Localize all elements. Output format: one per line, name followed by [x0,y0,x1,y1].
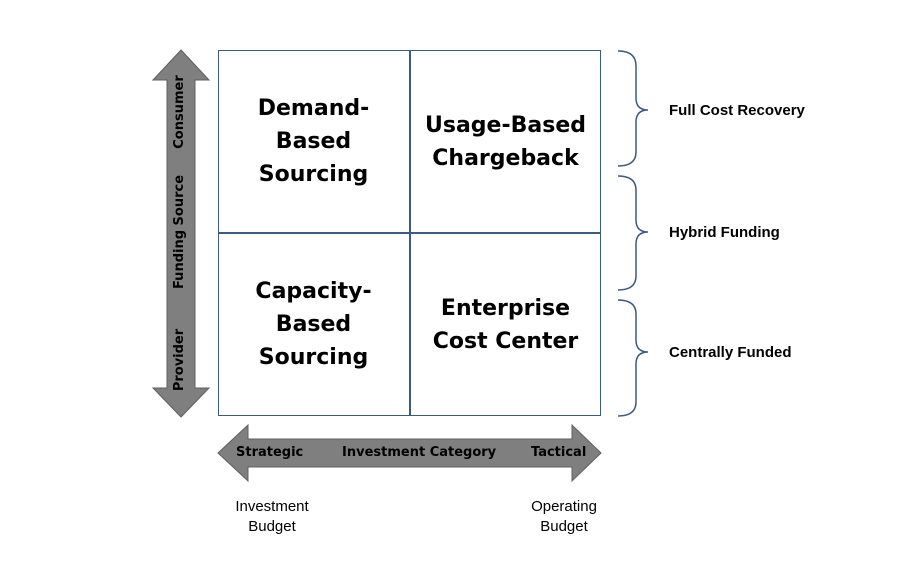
label-full-cost-recovery: Full Cost Recovery [669,102,805,119]
grid-horizontal-divider [218,232,601,234]
vertical-arrow [151,49,211,418]
horizontal-arrow [217,423,602,483]
axis-label-tactical: Tactical [531,445,587,460]
quadrant-enterprise-cost-center: Enterprise Cost Center [432,295,579,354]
bracket-full-cost [617,50,649,167]
footer-operating-budget: Operating Budget [531,498,597,535]
label-centrally-funded: Centrally Funded [669,344,792,361]
label-hybrid-funding: Hybrid Funding [669,224,780,241]
axis-label-consumer: Consumer [172,75,187,149]
axis-label-funding-source: Funding Source [172,174,187,290]
quadrant-usage-based-chargeback: Usage-Based Chargeback [425,112,586,171]
footer-investment-budget: Investment Budget [235,498,309,535]
axis-label-investment-category: Investment Category [342,445,497,460]
quadrant-capacity-based-sourcing: Capacity- Based Sourcing [255,279,372,370]
axis-label-provider: Provider [172,328,187,392]
axis-label-strategic: Strategic [236,445,304,460]
bracket-hybrid [617,175,649,291]
bracket-central [617,299,649,417]
quadrant-demand-based-sourcing: Demand- Based Sourcing [257,96,370,187]
